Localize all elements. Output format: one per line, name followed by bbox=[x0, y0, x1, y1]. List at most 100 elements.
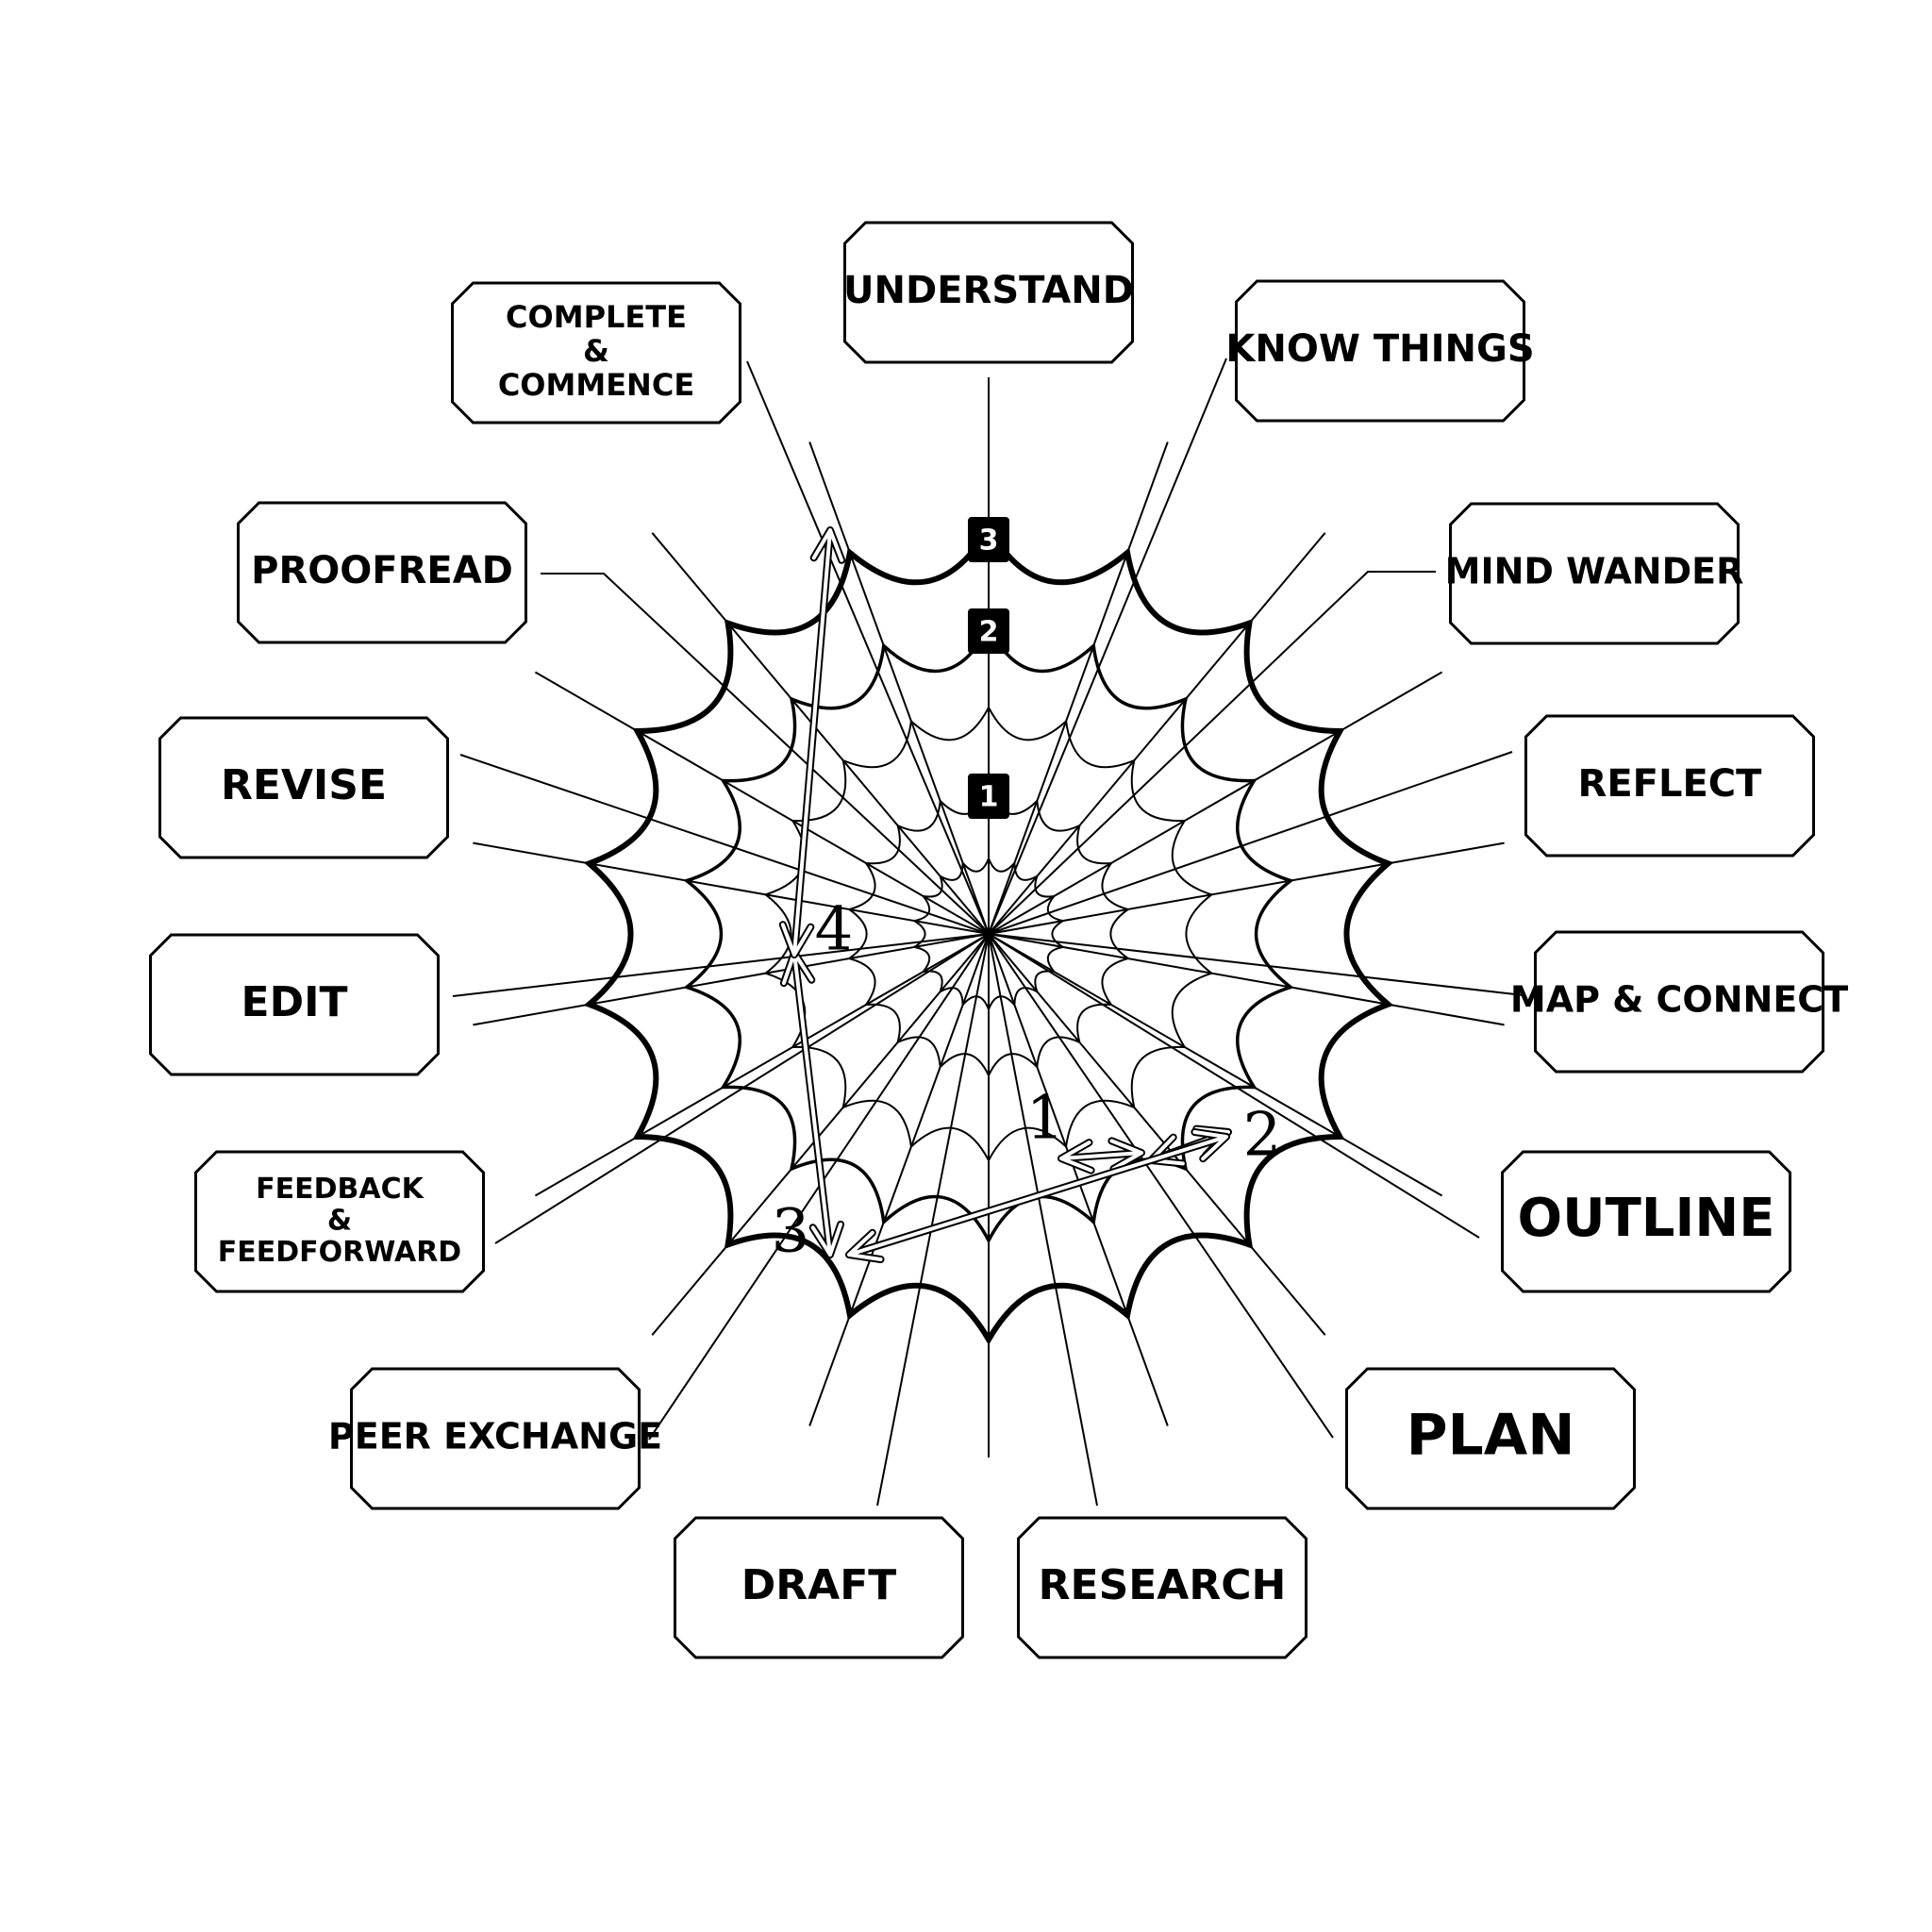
stage-label: & bbox=[583, 333, 609, 369]
web-spoke bbox=[988, 441, 1169, 935]
ring-marker: 2 bbox=[968, 608, 1009, 654]
web-spoke bbox=[534, 933, 990, 1197]
connector-line bbox=[988, 571, 1436, 935]
stage-box-know-things: KNOW THINGS bbox=[1225, 279, 1535, 423]
stage-box-frame bbox=[843, 221, 1134, 364]
ring-marker-label: 2 bbox=[979, 616, 999, 649]
stage-box-proofread: PROOFREAD bbox=[237, 501, 527, 644]
stage-label: & bbox=[327, 1205, 352, 1238]
ring-marker-label: 1 bbox=[979, 781, 999, 814]
stage-label: PLAN bbox=[1407, 1403, 1575, 1469]
path-step-number: 4 bbox=[815, 895, 854, 965]
ring-marker-badge bbox=[968, 774, 1009, 819]
stage-label: COMPLETE bbox=[506, 299, 687, 335]
stage-box-frame bbox=[1345, 1367, 1636, 1510]
web-spoke bbox=[988, 841, 1505, 935]
connector-line bbox=[541, 573, 990, 935]
stage-box-frame bbox=[158, 716, 449, 859]
stage-box-frame bbox=[674, 1516, 964, 1659]
stage-box-understand: UNDERSTAND bbox=[843, 221, 1134, 364]
stage-label: RESEARCH bbox=[1039, 1561, 1287, 1609]
stage-label: FEEDFORWARD bbox=[218, 1236, 461, 1269]
web-spoke bbox=[651, 532, 990, 935]
stage-box-reflect: REFLECT bbox=[1524, 714, 1815, 858]
ring-markers: 1 2 3 bbox=[968, 517, 1009, 819]
stage-box-outline: OUTLINE bbox=[1501, 1150, 1791, 1293]
web-spoke bbox=[988, 671, 1443, 935]
stage-label: EDIT bbox=[242, 978, 348, 1026]
stage-label: KNOW THINGS bbox=[1225, 327, 1534, 371]
web-spoke bbox=[473, 841, 990, 935]
stage-box-frame bbox=[1449, 502, 1740, 645]
web-spokes bbox=[473, 410, 1505, 1457]
web-ring bbox=[763, 705, 1214, 1163]
stage-box-revise: REVISE bbox=[158, 716, 449, 859]
stage-label: PROOFREAD bbox=[251, 549, 513, 592]
stage-box-frame bbox=[194, 1150, 485, 1293]
stage-box-mind-wander: MIND WANDER bbox=[1445, 502, 1744, 645]
stage-label: FEEDBACK bbox=[256, 1173, 425, 1206]
stage-box-edit: EDIT bbox=[149, 933, 440, 1076]
web-spoke bbox=[808, 933, 990, 1426]
path-arrow bbox=[845, 1128, 1230, 1263]
box-connector-lines bbox=[452, 358, 1524, 1507]
path-arrow-fill bbox=[847, 1130, 1228, 1261]
path-arrow-fill bbox=[780, 528, 844, 957]
ring-marker-badge bbox=[968, 608, 1009, 654]
path-step-number: 2 bbox=[1243, 1101, 1282, 1171]
stage-box-frame bbox=[451, 281, 741, 425]
web-spoke bbox=[988, 933, 1505, 1026]
stage-label: OUTLINE bbox=[1518, 1188, 1775, 1249]
ring-marker: 1 bbox=[968, 774, 1009, 819]
path-arrow-fill bbox=[1059, 1139, 1143, 1173]
ring-marker-label: 3 bbox=[979, 525, 999, 558]
stage-label: REVISE bbox=[221, 761, 387, 809]
stage-label: MIND WANDER bbox=[1445, 551, 1744, 592]
web-spoke bbox=[473, 933, 990, 1026]
connector-line bbox=[988, 933, 1480, 1239]
stage-label: COMMENCE bbox=[498, 367, 694, 403]
web-spoke bbox=[808, 441, 990, 935]
stage-label: REFLECT bbox=[1578, 762, 1763, 806]
ring-marker: 3 bbox=[968, 517, 1009, 562]
stage-label: PEER EXCHANGE bbox=[328, 1416, 662, 1457]
stage-box-frame bbox=[1524, 714, 1815, 858]
stage-box-peer-exchange: PEER EXCHANGE bbox=[328, 1367, 662, 1510]
stage-box-frame bbox=[1235, 279, 1525, 423]
web-ring bbox=[683, 624, 1294, 1244]
stage-box-frame bbox=[149, 933, 440, 1076]
connector-line bbox=[459, 754, 990, 935]
path-arrow bbox=[1058, 1137, 1145, 1174]
stage-box-plan: PLAN bbox=[1345, 1367, 1636, 1510]
connector-line bbox=[988, 751, 1513, 935]
stage-label: UNDERSTAND bbox=[843, 269, 1134, 312]
connector-line bbox=[452, 933, 990, 997]
web-spoke bbox=[651, 933, 990, 1336]
ring-marker-badge bbox=[968, 517, 1009, 562]
spider-web bbox=[583, 523, 1394, 1345]
process-path-arrows bbox=[778, 526, 1232, 1263]
web-ring bbox=[911, 856, 1066, 1012]
stage-box-frame bbox=[1534, 930, 1824, 1074]
web-ring bbox=[847, 790, 1130, 1078]
stage-boxes: UNDERSTAND KNOW THINGS MIND WANDER REFLECT M… bbox=[149, 221, 1848, 1659]
connector-line bbox=[876, 933, 990, 1507]
stage-box-map-connect: MAP & CONNECT bbox=[1510, 930, 1848, 1074]
path-arrow bbox=[778, 526, 846, 958]
stage-box-frame bbox=[1017, 1516, 1307, 1659]
connector-line bbox=[746, 360, 990, 935]
stage-box-research: RESEARCH bbox=[1017, 1516, 1307, 1659]
connector-line bbox=[988, 933, 1334, 1439]
stage-box-frame bbox=[1501, 1150, 1791, 1293]
web-spoke bbox=[988, 933, 1326, 1336]
stage-box-complete-commence: COMPLETE&COMMENCE bbox=[451, 281, 741, 425]
web-spoke bbox=[534, 671, 990, 935]
connector-line bbox=[988, 933, 1524, 996]
connector-line bbox=[988, 933, 1098, 1507]
path-step-number: 3 bbox=[772, 1197, 810, 1267]
web-spoke bbox=[988, 532, 1326, 935]
stage-box-draft: DRAFT bbox=[674, 1516, 964, 1659]
path-step-number: 1 bbox=[1026, 1084, 1065, 1154]
stage-label: MAP & CONNECT bbox=[1510, 979, 1848, 1021]
